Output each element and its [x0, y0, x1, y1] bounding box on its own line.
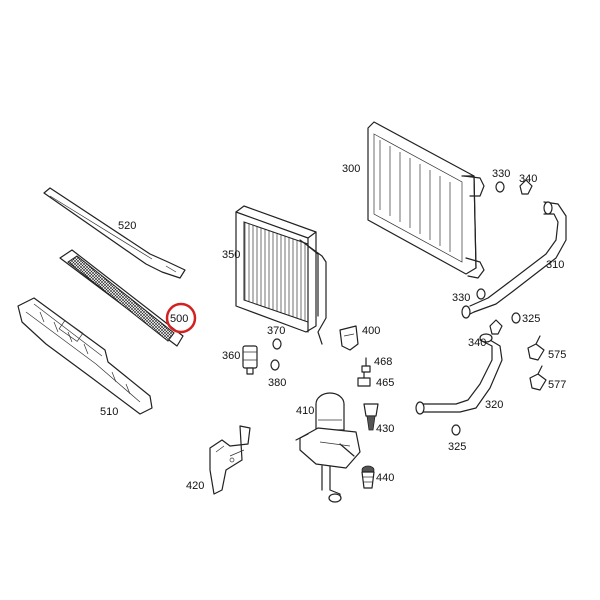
- label-350: 350: [222, 249, 240, 261]
- highlight-circle-500: [165, 302, 197, 334]
- label-380: 380: [268, 377, 286, 389]
- label-465: 465: [376, 377, 394, 389]
- label-520: 520: [118, 220, 136, 232]
- label-330-lower: 330: [452, 292, 470, 304]
- label-320: 320: [485, 399, 503, 411]
- part-320-hose: [415, 333, 503, 415]
- part-360-valve: [242, 345, 258, 375]
- part-510-filter-housing: [17, 297, 153, 415]
- label-325-upper: 325: [522, 313, 540, 325]
- label-300: 300: [342, 163, 360, 175]
- part-300-heater-core: [367, 121, 485, 279]
- clip-340-lower: [489, 319, 503, 335]
- part-440-plug: [361, 465, 375, 489]
- clamp-330-upper: [495, 181, 505, 193]
- label-420: 420: [186, 480, 204, 492]
- clip-340-upper: [519, 179, 533, 195]
- label-400: 400: [362, 325, 380, 337]
- label-510: 510: [100, 406, 118, 418]
- part-420-bracket: [209, 425, 251, 495]
- part-520-strip: [43, 187, 186, 279]
- clamp-325-upper: [511, 312, 521, 324]
- label-440: 440: [376, 472, 394, 484]
- part-370-ring: [272, 338, 282, 350]
- part-465-fitting: [357, 371, 371, 387]
- label-575: 575: [548, 349, 566, 361]
- label-410: 410: [296, 405, 314, 417]
- label-360: 360: [222, 350, 240, 362]
- label-325-lower: 325: [448, 441, 466, 453]
- part-577-clamp: [529, 365, 547, 391]
- label-468: 468: [374, 356, 392, 368]
- label-340-lower: 340: [468, 337, 486, 349]
- part-310-hose: [461, 201, 567, 319]
- part-430-sensor: [363, 403, 379, 431]
- label-500: 500: [170, 313, 188, 325]
- label-340-upper: 340: [519, 173, 537, 185]
- label-330-upper: 330: [492, 168, 510, 180]
- part-400-cap: [339, 325, 359, 351]
- part-468-fitting: [361, 357, 371, 373]
- label-310: 310: [546, 259, 564, 271]
- clamp-325-lower: [451, 424, 461, 436]
- label-577: 577: [548, 379, 566, 391]
- part-380-ring: [270, 359, 280, 371]
- part-500-cabin-filter: [59, 249, 184, 347]
- label-370: 370: [267, 325, 285, 337]
- clamp-330-lower: [476, 288, 486, 300]
- part-575-clamp: [527, 335, 545, 361]
- part-410-water-pump: [295, 392, 361, 503]
- label-430: 430: [376, 423, 394, 435]
- part-350-evaporator: [235, 205, 327, 345]
